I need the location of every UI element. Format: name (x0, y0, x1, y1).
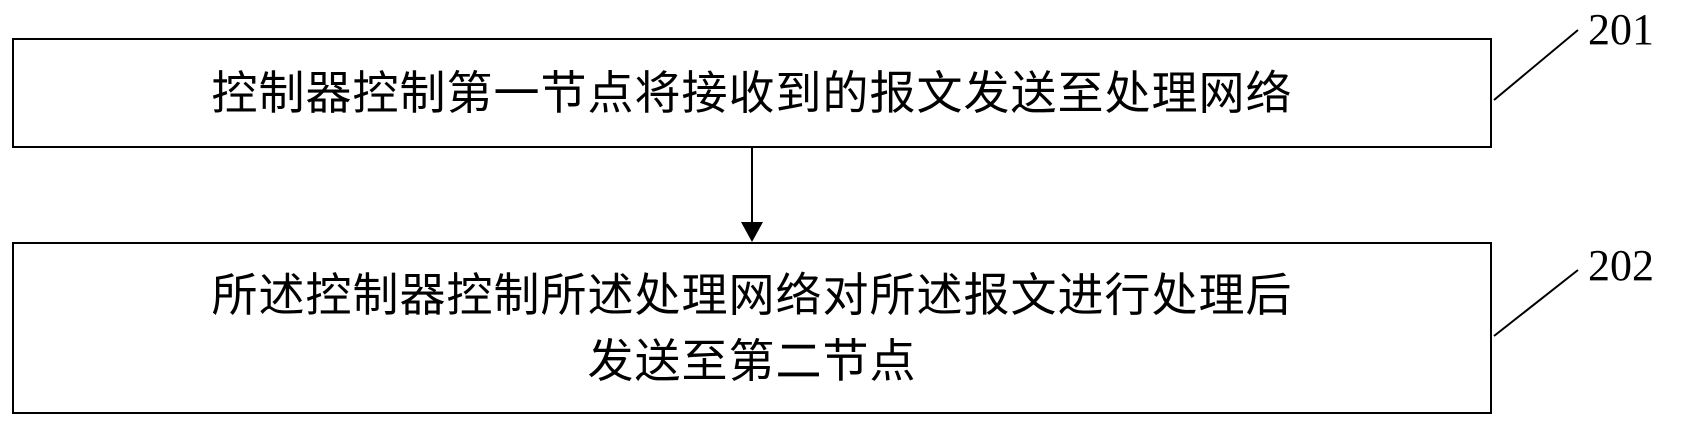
step-text-line: 所述控制器控制所述处理网络对所述报文进行处理后 (211, 268, 1293, 322)
leader-line-202 (1493, 269, 1579, 337)
step-box-201: 控制器控制第一节点将接收到的报文发送至处理网络 (12, 38, 1492, 148)
step-number-label: 202 (1588, 241, 1654, 290)
step-text-line: 控制器控制第一节点将接收到的报文发送至处理网络 (211, 66, 1293, 120)
step-box-202: 所述控制器控制所述处理网络对所述报文进行处理后 发送至第二节点 (12, 242, 1492, 414)
leader-line-201 (1493, 29, 1579, 101)
flow-arrow-head (741, 222, 763, 242)
step-text-line: 发送至第二节点 (587, 334, 917, 388)
step-number-label: 201 (1588, 5, 1654, 54)
